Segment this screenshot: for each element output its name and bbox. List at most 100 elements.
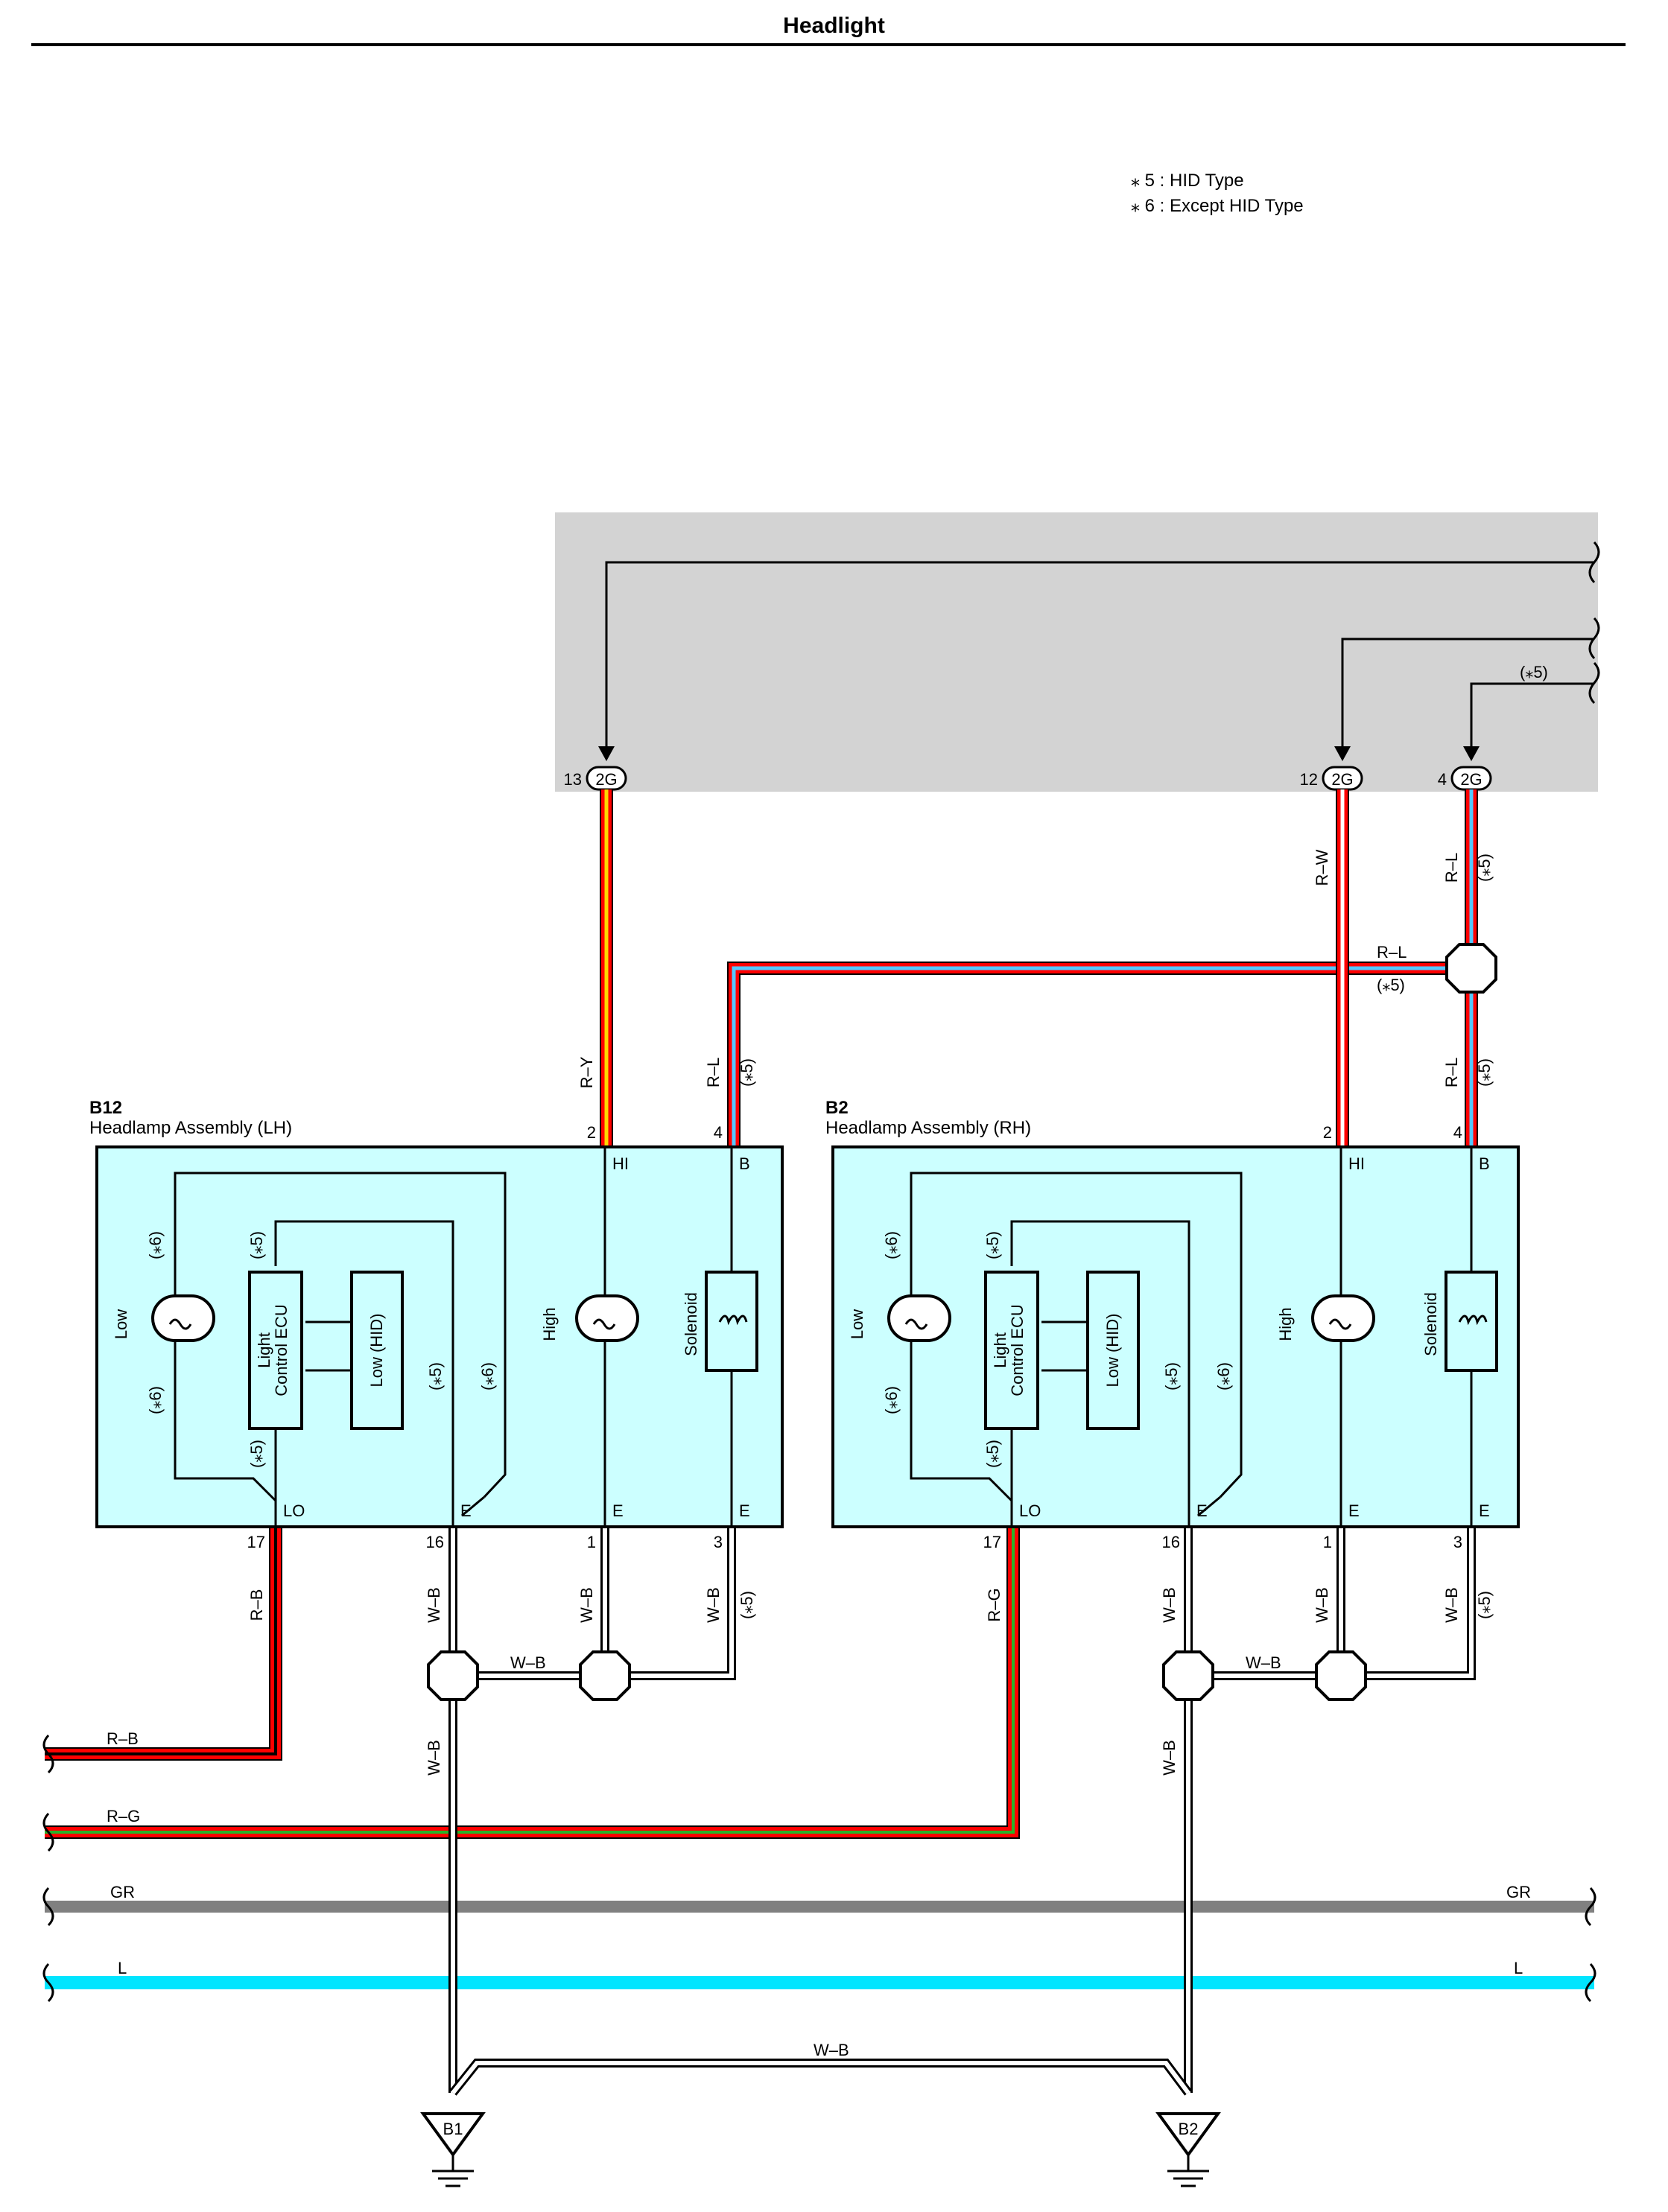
note-except-hid-type: ⁎ 6 : Except HID Type xyxy=(1131,196,1304,216)
wire-r-l xyxy=(727,789,1478,1147)
svg-text:W–B: W–B xyxy=(425,1740,443,1776)
svg-text:B12: B12 xyxy=(89,1098,122,1118)
svg-text:4: 4 xyxy=(1438,770,1447,789)
splice-w-b-rh-2 xyxy=(1315,1650,1367,1701)
splice-r-l xyxy=(1445,943,1497,994)
wire-labels: R–Y R–L (⁎5) R–W R–L (⁎5) R–L (⁎5) R–L (… xyxy=(107,849,1531,2059)
svg-text:E: E xyxy=(612,1501,624,1520)
svg-text:(⁎5): (⁎5) xyxy=(1475,854,1494,882)
svg-text:R–W: R–W xyxy=(1313,849,1331,886)
svg-text:Low: Low xyxy=(848,1309,866,1339)
svg-text:L: L xyxy=(118,1959,127,1977)
svg-text:(⁎6): (⁎6) xyxy=(478,1362,497,1391)
wire-r-b xyxy=(45,1527,282,1761)
svg-text:16: 16 xyxy=(1162,1533,1180,1551)
svg-text:(⁎6): (⁎6) xyxy=(146,1386,165,1414)
svg-text:(⁎6): (⁎6) xyxy=(1214,1362,1233,1391)
svg-text:(⁎6): (⁎6) xyxy=(882,1386,901,1414)
svg-text:R–L: R–L xyxy=(1377,943,1407,962)
svg-text:2G: 2G xyxy=(1331,770,1353,789)
svg-text:LO: LO xyxy=(283,1501,305,1520)
svg-text:High: High xyxy=(540,1307,559,1341)
svg-text:(⁎5): (⁎5) xyxy=(738,1591,756,1619)
svg-text:(⁎5): (⁎5) xyxy=(1162,1362,1181,1391)
svg-text:Low: Low xyxy=(112,1309,130,1339)
svg-text:3: 3 xyxy=(1453,1533,1462,1551)
svg-text:E: E xyxy=(460,1501,472,1520)
component-b2-headlamp-rh: B2 Headlamp Assembly (RH) Low High So xyxy=(825,1098,1520,1551)
svg-text:W–B: W–B xyxy=(1442,1587,1461,1623)
svg-text:16: 16 xyxy=(426,1533,444,1551)
svg-text:Low (HID): Low (HID) xyxy=(367,1313,386,1387)
svg-text:W–B: W–B xyxy=(704,1587,723,1623)
svg-text:B: B xyxy=(739,1154,750,1173)
svg-text:Light: Light xyxy=(991,1332,1009,1368)
svg-text:17: 17 xyxy=(247,1533,265,1551)
svg-text:Low (HID): Low (HID) xyxy=(1103,1313,1122,1387)
note-hid-type: ⁎ 5 : HID Type xyxy=(1131,171,1244,191)
svg-text:4: 4 xyxy=(1453,1123,1462,1142)
svg-text:Solenoid: Solenoid xyxy=(682,1292,700,1356)
svg-text:2: 2 xyxy=(1323,1123,1332,1142)
svg-text:W–B: W–B xyxy=(1313,1587,1331,1623)
svg-text:W–B: W–B xyxy=(510,1653,546,1672)
connector-2g-13: 2G 13 xyxy=(564,766,627,791)
svg-text:(⁎6): (⁎6) xyxy=(146,1231,165,1259)
svg-text:Light: Light xyxy=(255,1332,273,1368)
svg-text:R–L: R–L xyxy=(704,1058,723,1087)
svg-text:R–L: R–L xyxy=(1442,853,1461,883)
svg-text:W–B: W–B xyxy=(577,1587,596,1623)
ecu-arrows xyxy=(598,746,1480,761)
svg-text:W–B: W–B xyxy=(425,1587,443,1623)
svg-text:2: 2 xyxy=(587,1123,596,1142)
svg-text:B: B xyxy=(1479,1154,1490,1173)
svg-text:17: 17 xyxy=(983,1533,1001,1551)
svg-text:E: E xyxy=(1348,1501,1360,1520)
svg-text:(⁎5): (⁎5) xyxy=(247,1440,266,1468)
title-rule xyxy=(31,43,1626,46)
svg-text:(⁎5): (⁎5) xyxy=(983,1231,1002,1259)
svg-text:GR: GR xyxy=(110,1883,135,1901)
svg-text:1: 1 xyxy=(587,1533,596,1551)
ecu-break-marks xyxy=(1588,541,1600,705)
svg-text:High: High xyxy=(1276,1307,1295,1341)
svg-text:R–B: R–B xyxy=(107,1729,139,1748)
svg-text:E: E xyxy=(1196,1501,1208,1520)
svg-text:R–L: R–L xyxy=(1442,1058,1461,1087)
svg-text:HI: HI xyxy=(612,1154,629,1173)
svg-text:1: 1 xyxy=(1323,1533,1332,1551)
svg-text:13: 13 xyxy=(564,770,582,789)
connector-2g-12: 2G 12 xyxy=(1300,766,1363,791)
ecu-region xyxy=(555,512,1598,792)
bus-break-marks xyxy=(42,1734,1596,2003)
svg-text:4: 4 xyxy=(714,1123,723,1142)
svg-text:W–B: W–B xyxy=(1160,1740,1179,1776)
svg-text:R–G: R–G xyxy=(107,1807,140,1825)
svg-text:W–B: W–B xyxy=(1160,1587,1179,1623)
svg-text:B2: B2 xyxy=(1179,2120,1199,2138)
svg-text:R–G: R–G xyxy=(985,1588,1003,1621)
page-title: Headlight xyxy=(783,13,885,38)
svg-text:(⁎5): (⁎5) xyxy=(1377,976,1405,994)
svg-text:(⁎5): (⁎5) xyxy=(1475,1058,1494,1087)
svg-text:12: 12 xyxy=(1300,770,1318,789)
svg-text:Control ECU: Control ECU xyxy=(272,1304,291,1396)
svg-text:Headlamp Assembly (RH): Headlamp Assembly (RH) xyxy=(825,1118,1031,1138)
svg-text:Solenoid: Solenoid xyxy=(1421,1292,1440,1356)
svg-text:GR: GR xyxy=(1506,1883,1531,1901)
ground-b1: B1 xyxy=(420,2112,486,2187)
svg-text:2G: 2G xyxy=(1460,770,1482,789)
svg-text:R–B: R–B xyxy=(247,1589,266,1621)
splice-w-b-lh-2 xyxy=(579,1650,631,1701)
svg-text:Control ECU: Control ECU xyxy=(1008,1304,1027,1396)
ecu-line-13 xyxy=(605,561,1594,749)
svg-text:B2: B2 xyxy=(825,1098,849,1118)
svg-text:W–B: W–B xyxy=(1246,1653,1281,1672)
ground-b2: B2 xyxy=(1155,2112,1221,2187)
splice-w-b-rh-1 xyxy=(1162,1650,1214,1701)
svg-text:B1: B1 xyxy=(443,2120,463,2138)
svg-text:(⁎5): (⁎5) xyxy=(983,1440,1002,1468)
ecu-line-12 xyxy=(1341,638,1594,749)
svg-text:L: L xyxy=(1514,1959,1523,1977)
